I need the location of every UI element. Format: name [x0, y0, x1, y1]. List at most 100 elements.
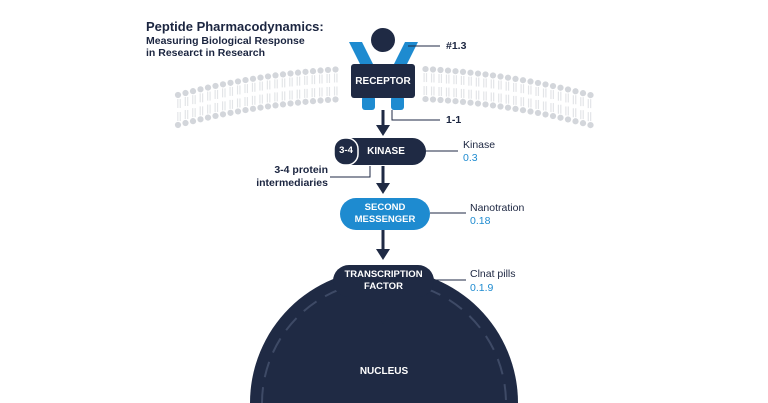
- lipid-head: [287, 100, 294, 107]
- lipid-head: [497, 73, 504, 80]
- lipid-head: [474, 100, 482, 107]
- lipid-head: [302, 98, 309, 105]
- lipid-head: [189, 88, 197, 95]
- lipid-head: [572, 118, 579, 125]
- lipid-head: [534, 79, 542, 87]
- callout-line-bottom: [391, 110, 440, 121]
- page-title: Peptide Pharmacodynamics:: [146, 19, 324, 34]
- lipid-head: [294, 69, 302, 76]
- lipid-head: [519, 77, 527, 84]
- lipid-head: [257, 74, 264, 81]
- second-messenger-note-label: Nanotration: [470, 202, 525, 214]
- kinase-label: KINASE: [367, 146, 405, 157]
- lipid-head: [444, 67, 452, 74]
- lipid-head: [174, 121, 182, 129]
- lipid-head: [302, 68, 309, 75]
- second-messenger-line: MESSENGER: [354, 214, 416, 225]
- lipid-head: [512, 105, 519, 112]
- arrow-transcription-to-nucleus: [376, 297, 390, 324]
- intermediaries-line: 3-4 protein: [274, 164, 328, 176]
- nucleus-shape: [250, 269, 518, 403]
- lipid-head: [489, 72, 497, 79]
- lipid-head: [197, 116, 204, 123]
- second-messenger-note-value: 0.18: [470, 215, 491, 227]
- lipid-head: [317, 67, 324, 74]
- arrow-second-messenger-to-transcription: [376, 230, 390, 260]
- lipid-head: [189, 118, 197, 125]
- receptor-callout-bottom: 1-1: [446, 114, 462, 126]
- intermediaries-line: intermediaries: [256, 177, 328, 189]
- lipid-head: [279, 101, 287, 108]
- lipid-head: [212, 112, 219, 120]
- arrow-receptor-to-kinase: [376, 110, 390, 136]
- lipid-head: [504, 104, 512, 111]
- lipid-head: [444, 97, 452, 104]
- lipid-head: [459, 68, 467, 76]
- lipid-head: [264, 103, 272, 110]
- lipid-head: [482, 71, 489, 78]
- lipid-head: [227, 79, 234, 86]
- page-subtitle: Measuring Biological Response in Researc…: [146, 35, 305, 59]
- lipid-head: [324, 66, 332, 74]
- lipid-head: [309, 98, 317, 105]
- receptor-label: RECEPTOR: [355, 76, 411, 87]
- receptor-left-leg: [362, 96, 375, 110]
- lipid-head: [587, 122, 594, 129]
- lipid-head: [257, 104, 264, 111]
- lipid-head: [227, 109, 234, 116]
- lipid-head: [429, 96, 437, 103]
- lipid-head: [534, 109, 542, 117]
- kinase-badge: [333, 137, 359, 166]
- lipid-head: [324, 96, 332, 104]
- lipid-head: [527, 78, 534, 85]
- kinase-badge-label: 3-4: [339, 145, 353, 156]
- lipid-head: [242, 106, 249, 114]
- second-messenger-line: SECOND: [364, 202, 406, 213]
- lipid-head: [437, 96, 444, 104]
- lipid-head: [272, 72, 279, 79]
- lipid-head: [587, 92, 594, 99]
- lipid-head: [542, 111, 549, 118]
- lipid-head: [564, 116, 572, 123]
- lipid-head: [249, 105, 257, 112]
- receptor-left-arm: [349, 42, 373, 64]
- lipid-head: [332, 66, 339, 73]
- lipid-head: [182, 119, 189, 127]
- lipid-head: [504, 74, 512, 81]
- lipid-head: [219, 81, 227, 88]
- kinase-note-value: 0.3: [463, 152, 478, 164]
- lipid-head: [482, 101, 489, 108]
- lipid-head: [437, 66, 444, 74]
- lipid-head: [234, 78, 242, 85]
- lipid-head: [249, 75, 257, 82]
- lipid-head: [317, 97, 324, 104]
- lipid-head: [512, 75, 519, 82]
- receptor-callout-top: #1.3: [446, 40, 467, 52]
- second-messenger-label: SECOND MESSENGER: [340, 202, 430, 226]
- lipid-head: [549, 112, 557, 120]
- lipid-head: [272, 102, 279, 109]
- lipid-head: [459, 98, 467, 106]
- lipid-head: [542, 81, 549, 88]
- ligand: [371, 28, 395, 52]
- lipid-head: [204, 114, 212, 121]
- lipid-head: [309, 68, 317, 75]
- lipid-head: [557, 114, 564, 121]
- lipid-head: [452, 98, 459, 105]
- lipid-head: [557, 84, 564, 91]
- lipid-head: [174, 91, 182, 99]
- second-messenger-pill: [340, 198, 430, 230]
- lipid-head: [549, 82, 557, 90]
- receptor-right-leg: [391, 96, 404, 110]
- lipid-head: [422, 65, 429, 73]
- lipid-head: [579, 120, 587, 127]
- lipid-head: [242, 76, 249, 84]
- subtitle-line: Measuring Biological Response: [146, 35, 305, 47]
- kinase-note-label: Kinase: [463, 139, 496, 151]
- lipid-head: [452, 68, 459, 75]
- receptor: [349, 28, 418, 110]
- lipid-head: [467, 69, 474, 76]
- lipid-head: [422, 95, 429, 103]
- lipid-head: [489, 102, 497, 109]
